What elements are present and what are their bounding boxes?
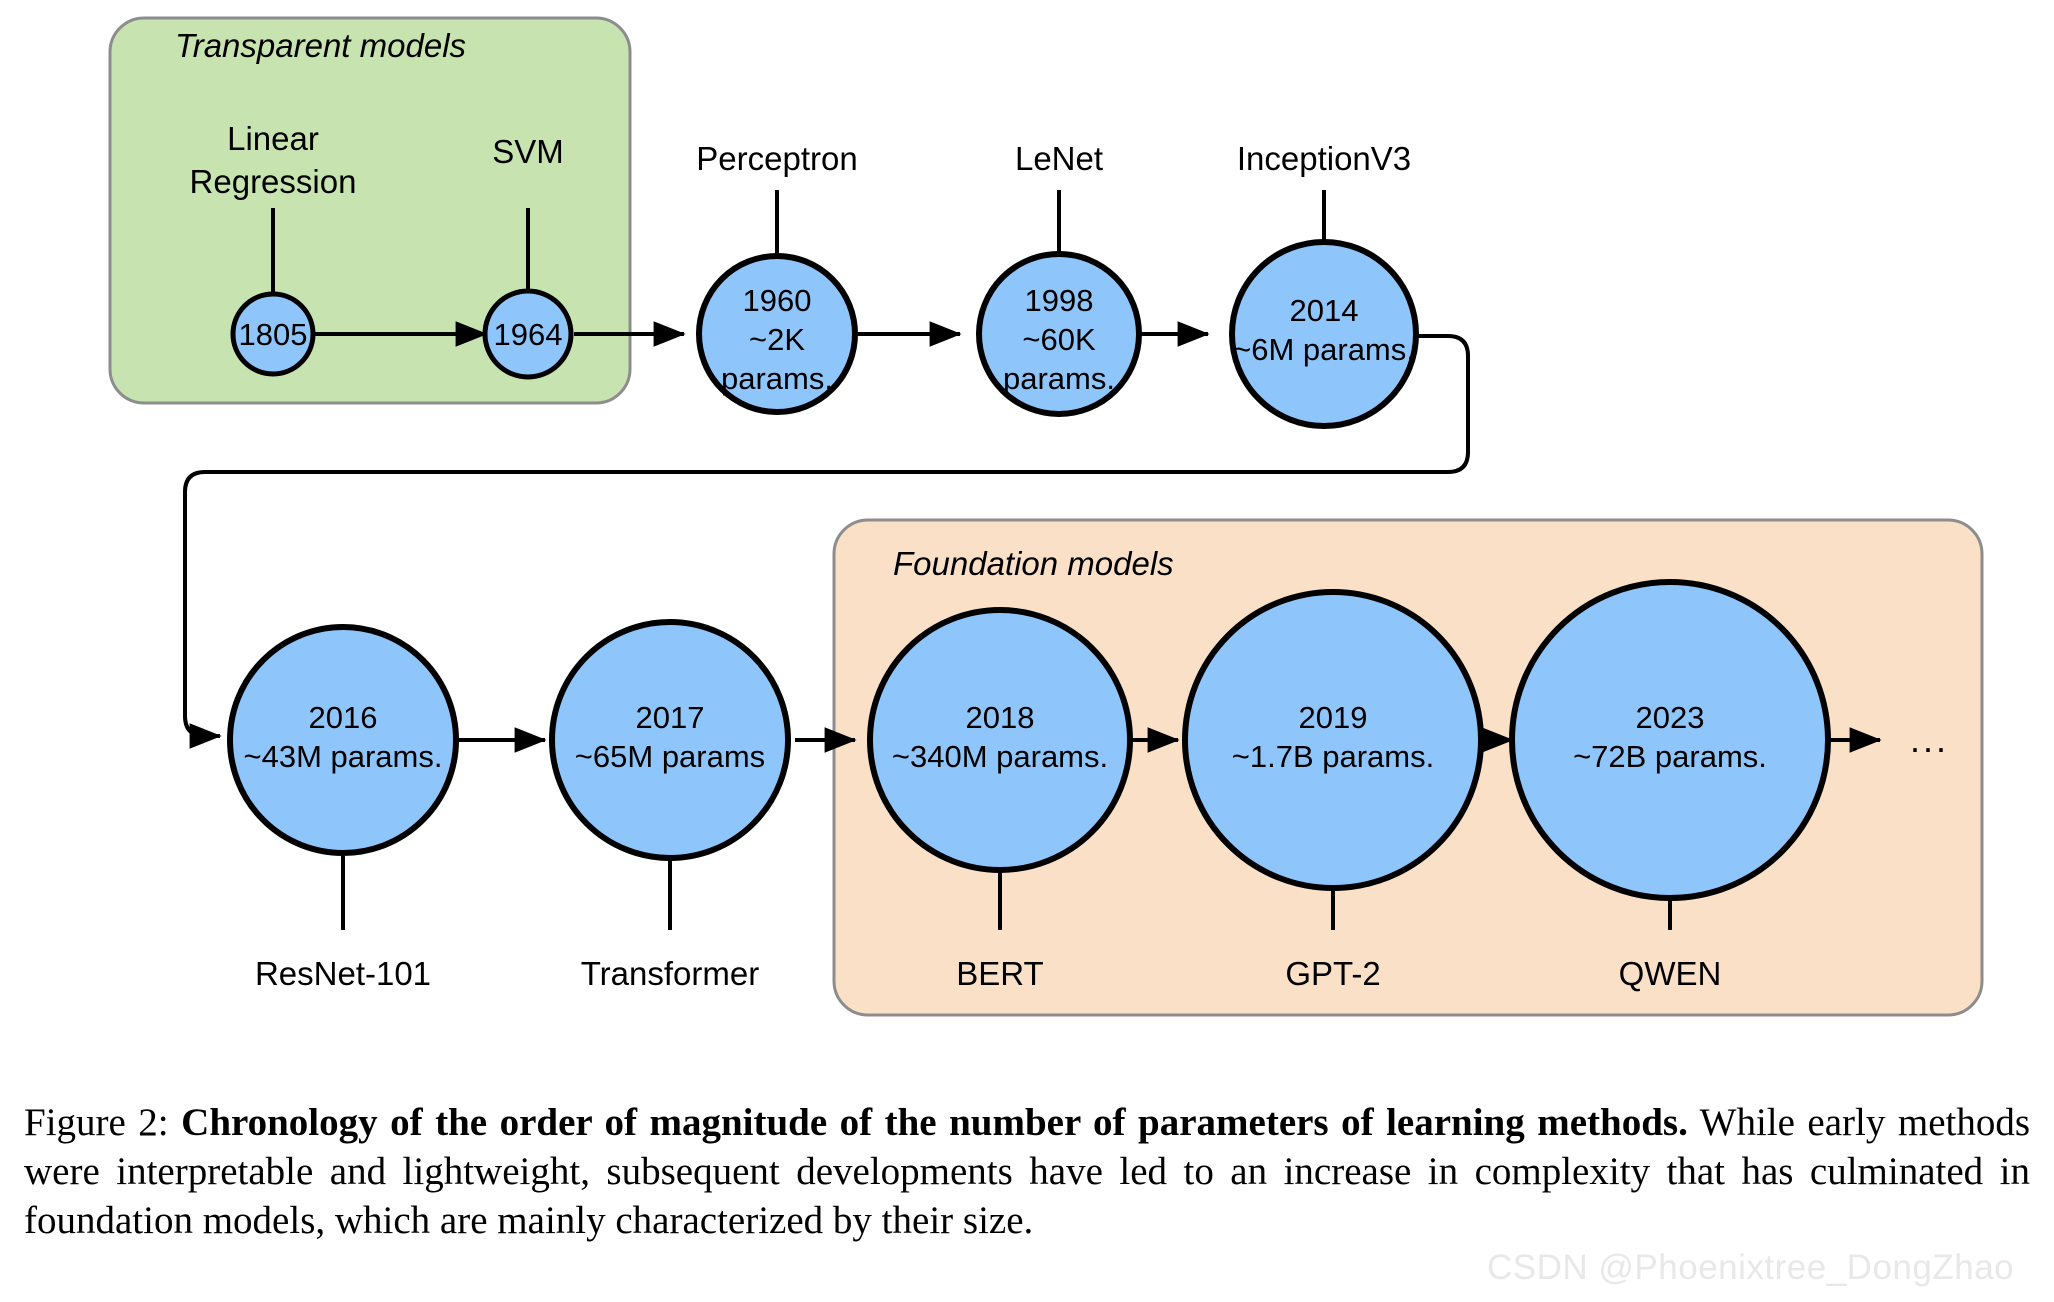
node-params-bert: ~340M params. <box>892 739 1108 774</box>
node-circle-resnet-101[interactable] <box>227 624 459 856</box>
transparent-models-title: Transparent models <box>175 27 466 64</box>
node-year-gpt-2: 2019 <box>1299 700 1368 735</box>
row1-stems <box>271 190 1326 296</box>
node-params-lenet-line1: ~60K <box>1022 322 1096 357</box>
node-year-linear-regression: 1805 <box>239 317 308 352</box>
node-qwen[interactable]: 2023 ~72B params. QWEN <box>1509 579 1831 992</box>
node-params-transformer: ~65M params <box>575 739 765 774</box>
node-params-perceptron-line2: params. <box>721 361 833 396</box>
trailing-ellipsis: ... <box>1910 719 1949 760</box>
node-label-resnet-101: ResNet-101 <box>255 955 431 992</box>
row1-connectors <box>183 321 1470 749</box>
node-inceptionv3[interactable]: InceptionV3 2014 ~6M params. <box>1229 140 1419 429</box>
figure-caption: Figure 2: Chronology of the order of mag… <box>24 1098 2030 1245</box>
node-params-gpt-2: ~1.7B params. <box>1232 739 1434 774</box>
node-circle-inceptionv3[interactable] <box>1229 239 1419 429</box>
node-label-gpt-2: GPT-2 <box>1285 955 1380 992</box>
node-transformer[interactable]: 2017 ~65M params Transformer <box>549 619 791 992</box>
node-label-svm: SVM <box>492 133 564 170</box>
node-circle-bert[interactable] <box>867 607 1133 873</box>
node-circle-gpt-2[interactable] <box>1182 589 1484 891</box>
caption-bold-title: Chronology of the order of magnitude of … <box>181 1101 1688 1144</box>
node-circle-transformer[interactable] <box>549 619 791 861</box>
node-label-qwen: QWEN <box>1619 955 1722 992</box>
node-perceptron[interactable]: Perceptron 1960 ~2K params. <box>696 140 858 415</box>
node-circle-lenet[interactable] <box>976 251 1142 417</box>
node-circle-qwen[interactable] <box>1509 579 1831 901</box>
node-year-perceptron: 1960 <box>743 283 812 318</box>
node-label-linear-regression-line1: Linear <box>227 120 319 157</box>
node-label-perceptron: Perceptron <box>696 140 857 177</box>
node-year-bert: 2018 <box>966 700 1035 735</box>
node-params-inceptionv3: ~6M params. <box>1233 332 1415 367</box>
foundation-models-title: Foundation models <box>893 545 1174 582</box>
node-params-resnet-101: ~43M params. <box>243 739 442 774</box>
node-params-lenet-line2: params. <box>1003 361 1115 396</box>
node-circle-linear-regression[interactable] <box>230 291 316 377</box>
node-label-transformer: Transformer <box>581 955 759 992</box>
csdn-watermark: CSDN @Phoenixtree_DongZhao <box>1487 1248 2015 1287</box>
caption-body: While early methods were interpretable a… <box>24 1101 2031 1243</box>
wrap-connector-row1-to-row2 <box>183 334 1470 749</box>
node-year-transformer: 2017 <box>636 700 705 735</box>
node-params-perceptron-line1: ~2K <box>749 322 805 357</box>
node-year-qwen: 2023 <box>1636 700 1705 735</box>
node-label-bert: BERT <box>956 955 1043 992</box>
caption-figure-number: Figure 2: <box>24 1101 169 1144</box>
chronology-diagram: Transparent models Foundation models Lin… <box>108 16 1984 1017</box>
node-label-lenet: LeNet <box>1015 140 1103 177</box>
node-year-inceptionv3: 2014 <box>1290 293 1359 328</box>
node-circle-svm[interactable] <box>482 288 574 380</box>
node-params-qwen: ~72B params. <box>1573 739 1767 774</box>
node-linear-regression[interactable]: Linear Regression 1805 <box>190 120 357 377</box>
node-label-inceptionv3: InceptionV3 <box>1237 140 1411 177</box>
node-label-linear-regression-line2: Regression <box>190 163 357 200</box>
node-year-lenet: 1998 <box>1025 283 1094 318</box>
node-year-resnet-101: 2016 <box>309 700 378 735</box>
node-bert[interactable]: 2018 ~340M params. BERT <box>867 607 1133 992</box>
node-year-svm: 1964 <box>494 317 563 352</box>
node-gpt-2[interactable]: 2019 ~1.7B params. GPT-2 <box>1182 589 1484 992</box>
node-resnet-101[interactable]: 2016 ~43M params. ResNet-101 <box>227 624 459 992</box>
node-svm[interactable]: SVM 1964 <box>482 133 574 380</box>
node-lenet[interactable]: LeNet 1998 ~60K params. <box>976 140 1142 417</box>
node-circle-perceptron[interactable] <box>696 253 858 415</box>
